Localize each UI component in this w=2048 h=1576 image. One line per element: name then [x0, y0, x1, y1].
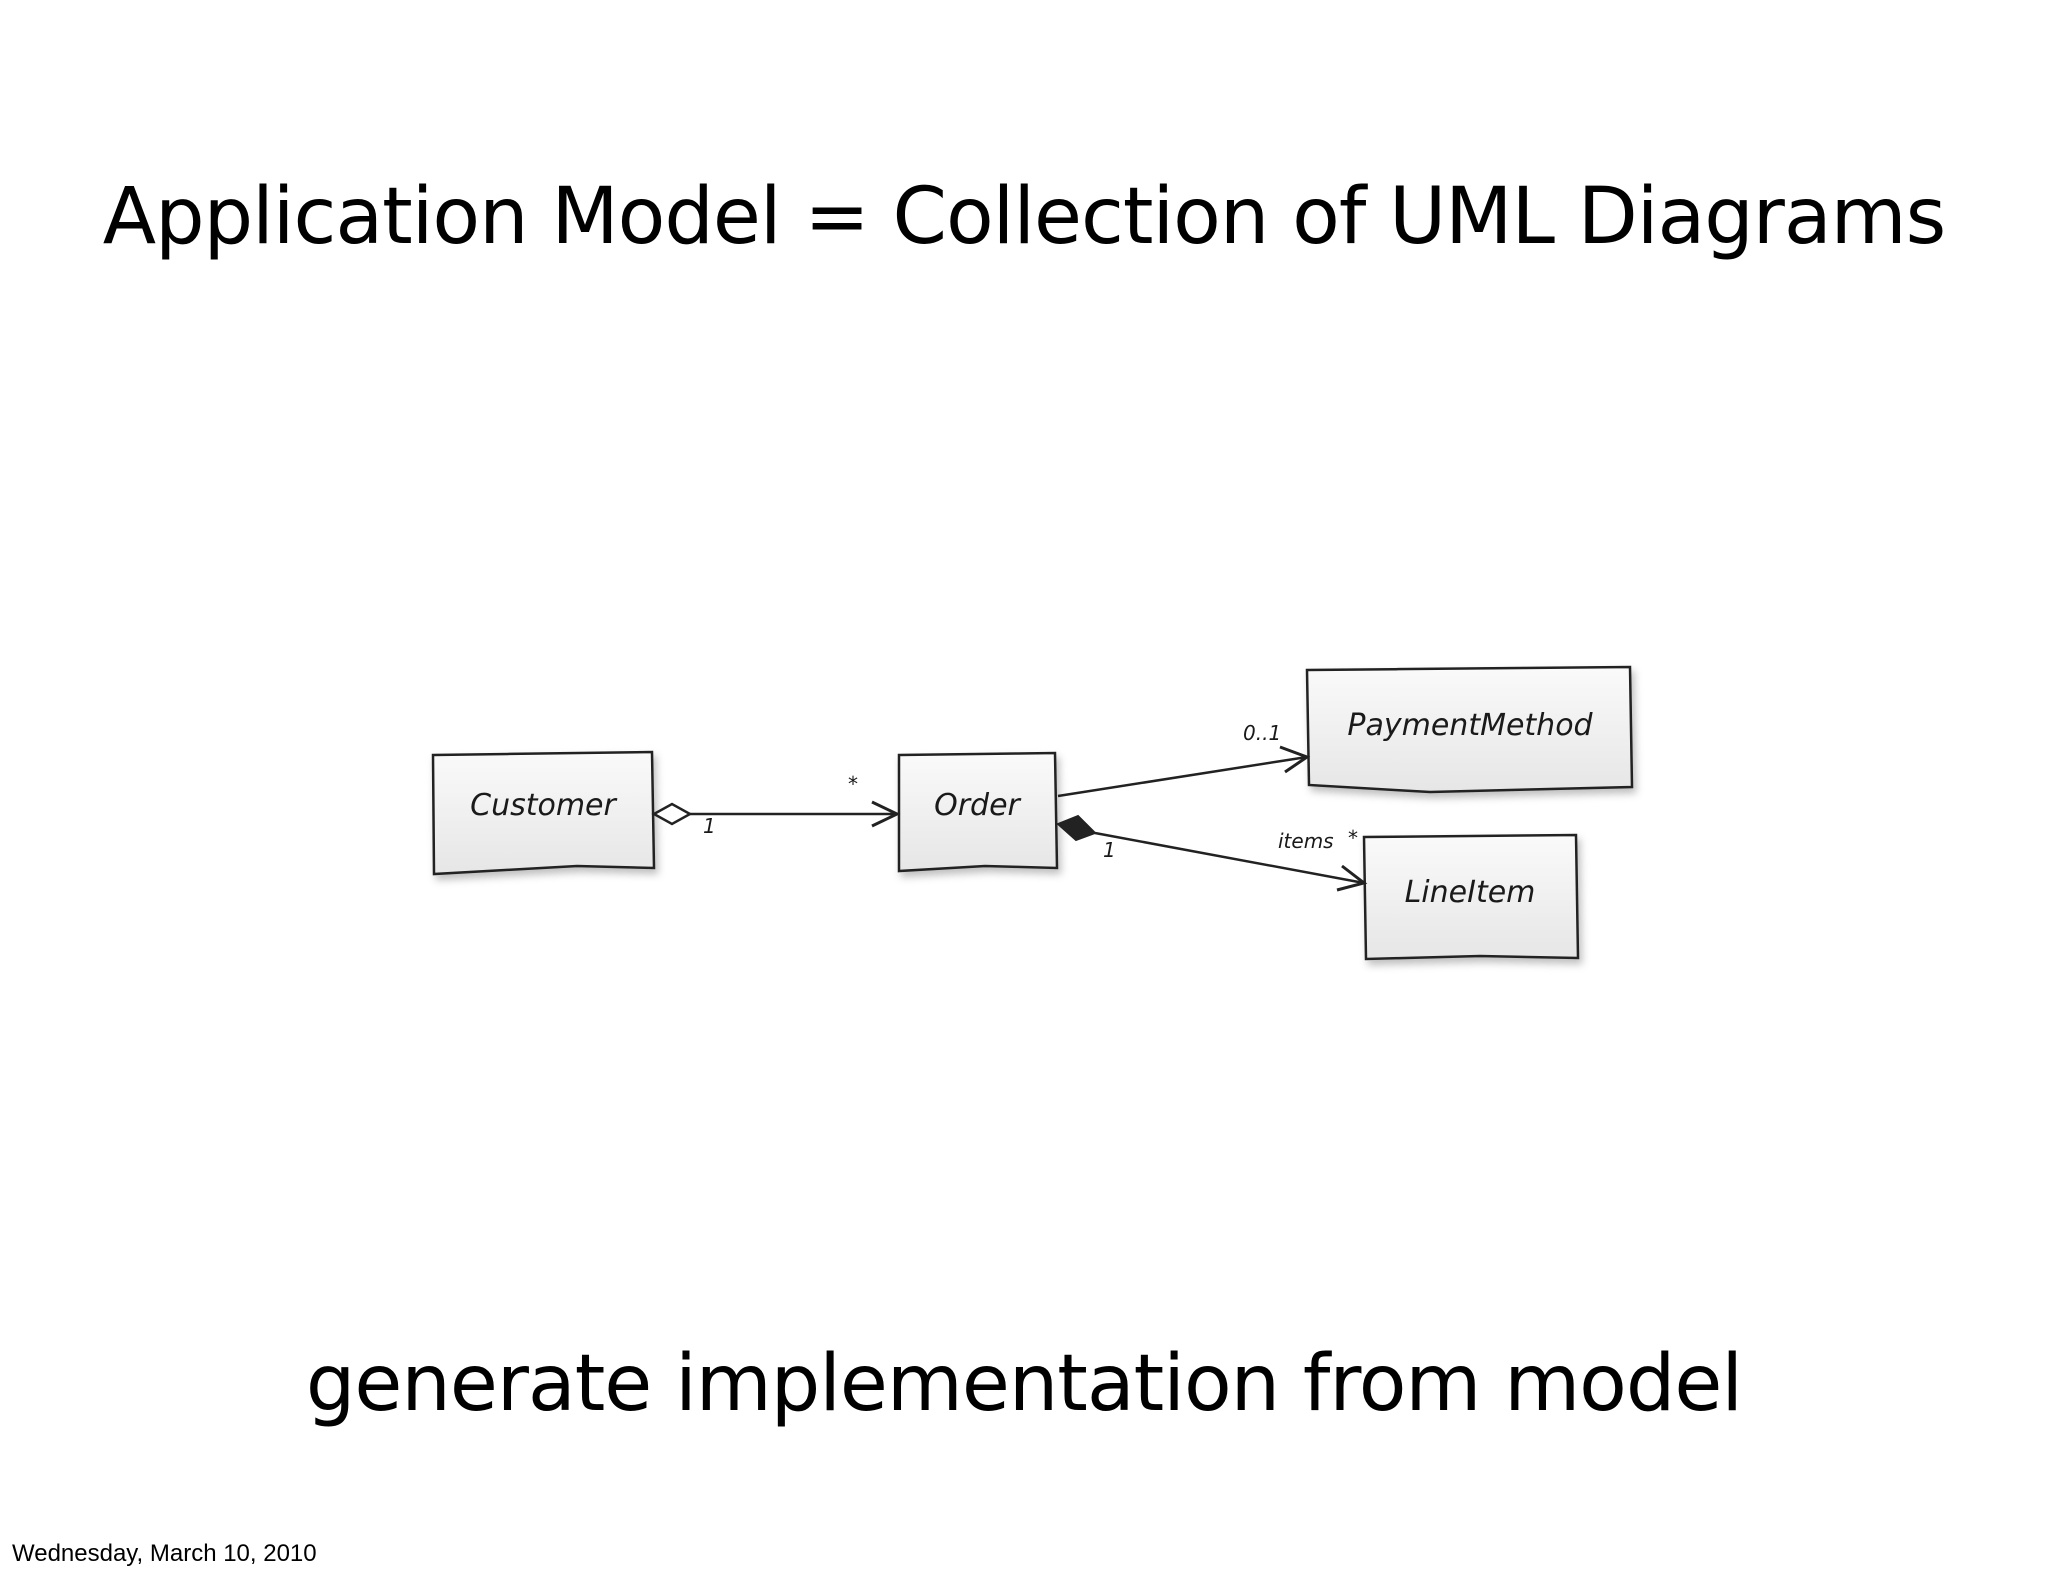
- multiplicity-customer-end: 1: [703, 814, 716, 838]
- class-label-customer: Customer: [470, 788, 617, 823]
- multiplicity-payment-method-end: 0..1: [1243, 721, 1281, 745]
- aggregation-diamond-icon: [651, 802, 693, 826]
- multiplicity-order-composition-end: 1: [1103, 838, 1116, 862]
- class-label-order: Order: [934, 788, 1021, 823]
- multiplicity-order-end: *: [848, 772, 858, 796]
- slide-title: Application Model = Collection of UML Di…: [102, 172, 1947, 262]
- arrowhead-icon: [871, 800, 901, 828]
- role-line-item: items: [1278, 829, 1334, 853]
- class-box-payment-method[interactable]: PaymentMethod: [1305, 665, 1634, 794]
- composition-diamond-icon: [1056, 814, 1097, 842]
- association-customer-order: [651, 800, 901, 828]
- arrowhead-icon: [1279, 745, 1311, 774]
- class-box-line-item[interactable]: LineItem: [1362, 833, 1580, 961]
- association-order-line-item: [1056, 814, 1368, 892]
- class-label-payment-method: PaymentMethod: [1347, 708, 1593, 743]
- footer-date: Wednesday, March 10, 2010: [12, 1540, 317, 1567]
- multiplicity-line-item-end: *: [1348, 826, 1358, 850]
- association-order-payment-method: [1057, 745, 1311, 798]
- class-box-customer[interactable]: Customer: [431, 750, 656, 876]
- class-label-line-item: LineItem: [1405, 875, 1536, 910]
- arrowhead-icon: [1336, 864, 1368, 892]
- class-box-order[interactable]: Order: [897, 751, 1059, 873]
- slide-subtitle: generate implementation from model: [305, 1339, 1743, 1429]
